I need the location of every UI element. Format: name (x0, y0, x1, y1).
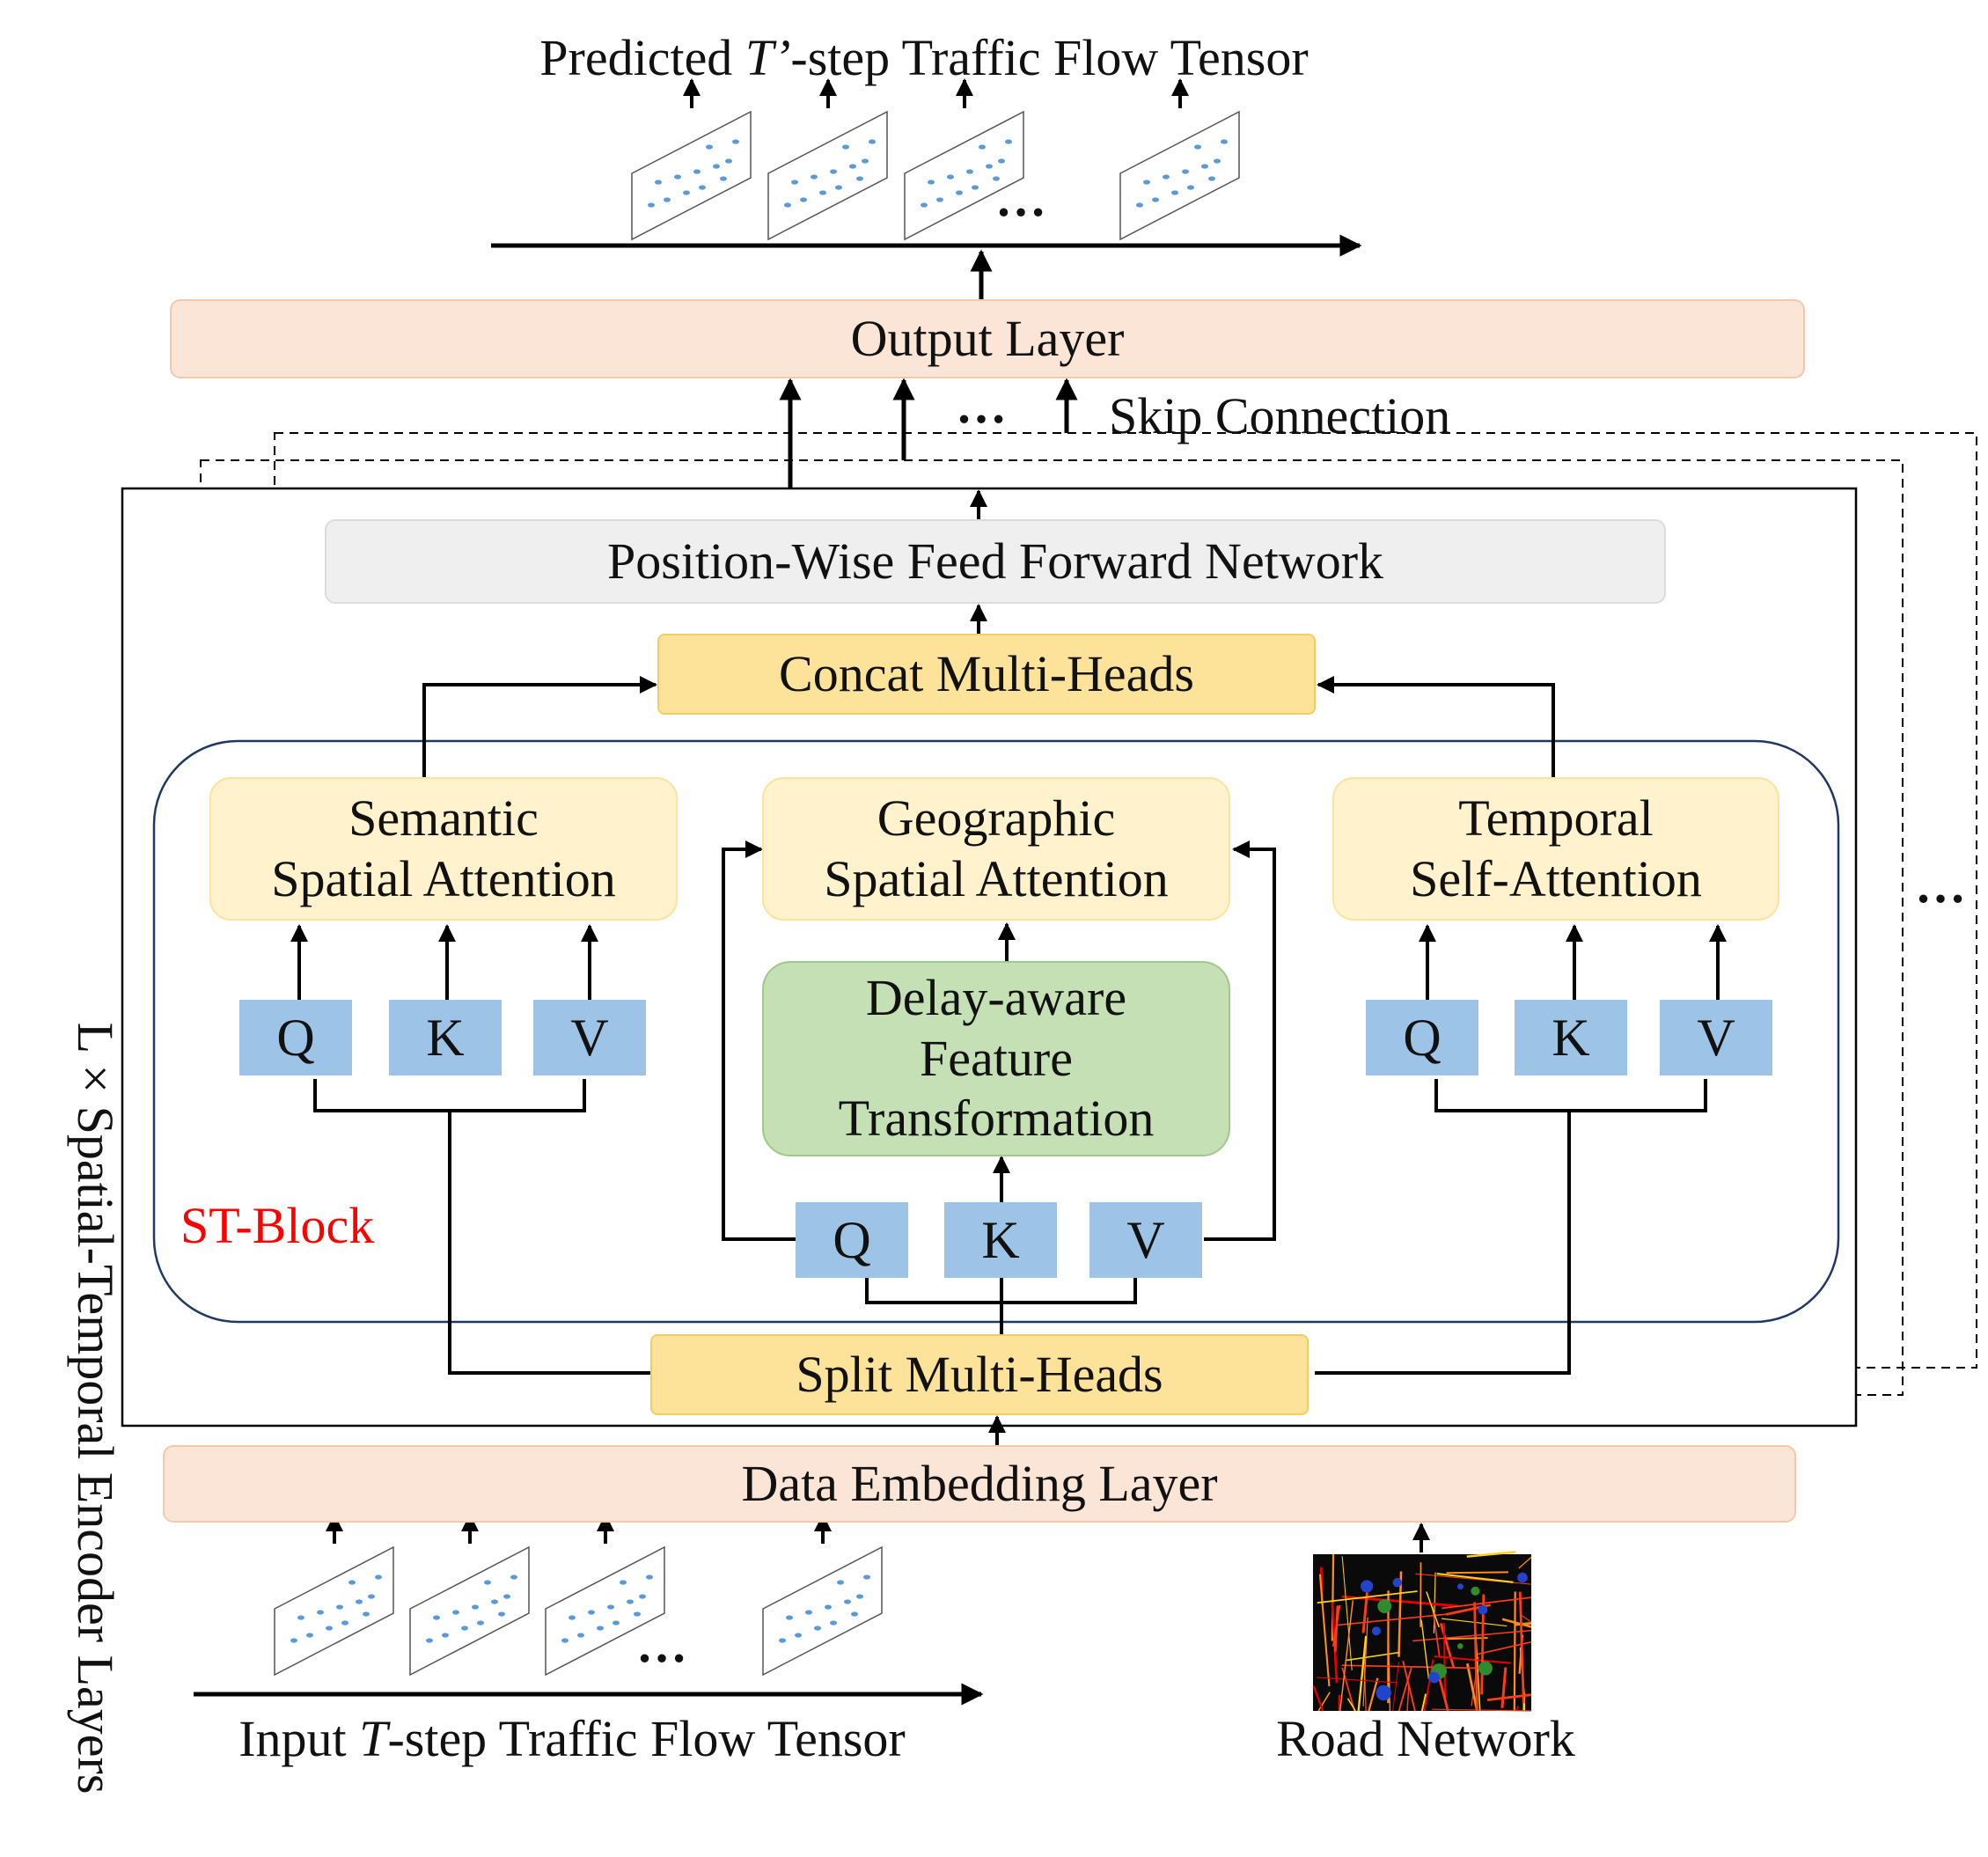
geographic-value: V (1089, 1202, 1202, 1278)
map-feature (1376, 1685, 1391, 1700)
delay-line-1: Delay-aware (866, 968, 1126, 1028)
skip-connection-label: Skip Connection (1109, 380, 1514, 451)
map-feature (1471, 1587, 1479, 1596)
output-tensor-planes (632, 80, 1239, 239)
temporal-query: Q (1366, 1000, 1478, 1075)
delay-line-3: Transformation (839, 1089, 1155, 1149)
temporal-line-1: Temporal (1458, 789, 1653, 848)
map-feature (1457, 1583, 1463, 1589)
road-segment (1447, 1572, 1508, 1573)
map-feature (1428, 1672, 1440, 1684)
map-feature (1457, 1643, 1463, 1649)
semantic-query: Q (239, 1000, 352, 1075)
geographic-key: K (944, 1202, 1057, 1278)
tensor-plane (410, 1516, 529, 1675)
output-tensor-title: Predicted T’-step Traffic Flow Tensor (352, 22, 1496, 92)
input-ellipsis: … (627, 1618, 697, 1670)
geographic-line-2: Spatial Attention (824, 849, 1168, 909)
tensor-plane (1120, 80, 1239, 239)
input-suffix: -step Traffic Flow Tensor (387, 1709, 905, 1768)
delay-aware-feature-transformation: Delay-aware Feature Transformation (762, 961, 1230, 1156)
semantic-key: K (389, 1000, 502, 1075)
concat-multi-heads: Concat Multi-Heads (657, 634, 1316, 715)
title-suffix: -step Traffic Flow Tensor (790, 28, 1308, 87)
tensor-plane (275, 1516, 393, 1675)
temporal-value: V (1660, 1000, 1772, 1075)
feed-forward-network: Position-Wise Feed Forward Network (325, 519, 1666, 604)
road-segment (1444, 1623, 1445, 1698)
tensor-plane (632, 80, 751, 239)
map-feature (1517, 1573, 1528, 1583)
output-ellipsis: … (986, 172, 1056, 224)
road-network-label: Road Network (1223, 1703, 1628, 1773)
input-prefix: Input (238, 1709, 359, 1768)
encoder-frame (122, 488, 1856, 1426)
skip-ellipsis: … (946, 378, 1016, 431)
semantic-spatial-attention: Semantic Spatial Attention (209, 777, 678, 921)
map-feature (1377, 1599, 1391, 1613)
split-multi-heads: Split Multi-Heads (650, 1334, 1309, 1415)
map-feature (1478, 1605, 1488, 1615)
tensor-plane (768, 80, 887, 239)
semantic-line-2: Spatial Attention (271, 849, 615, 909)
title-variable: T’ (745, 28, 791, 87)
encoder-layers-label: L × Spatial-Temporal Encoder Layers (61, 959, 131, 1857)
geographic-query: Q (796, 1202, 908, 1278)
map-feature (1393, 1578, 1402, 1587)
temporal-key: K (1515, 1000, 1627, 1075)
map-feature (1478, 1662, 1493, 1676)
output-layer: Output Layer (170, 299, 1805, 378)
diagram: Predicted T’-step Traffic Flow Tensor … … (0, 0, 1988, 1801)
input-tensor-title: Input T-step Traffic Flow Tensor (158, 1703, 986, 1773)
map-feature (1366, 1582, 1373, 1589)
data-embedding-layer: Data Embedding Layer (163, 1445, 1796, 1523)
delay-line-2: Feature (920, 1029, 1073, 1089)
stack-ellipsis: … (1905, 858, 1976, 911)
geographic-line-1: Geographic (877, 789, 1116, 848)
road-network-map (1313, 1552, 1531, 1711)
map-feature (1372, 1626, 1381, 1635)
geographic-spatial-attention: Geographic Spatial Attention (762, 777, 1230, 921)
title-prefix: Predicted (539, 28, 745, 87)
input-tensor-planes (275, 1516, 882, 1675)
temporal-self-attention: Temporal Self-Attention (1332, 777, 1779, 921)
input-variable: T (359, 1709, 387, 1768)
semantic-line-1: Semantic (348, 789, 539, 848)
tensor-plane (763, 1516, 882, 1675)
semantic-value: V (533, 1000, 646, 1075)
st-block-label: ST-Block (180, 1193, 427, 1259)
temporal-line-2: Self-Attention (1410, 849, 1702, 909)
